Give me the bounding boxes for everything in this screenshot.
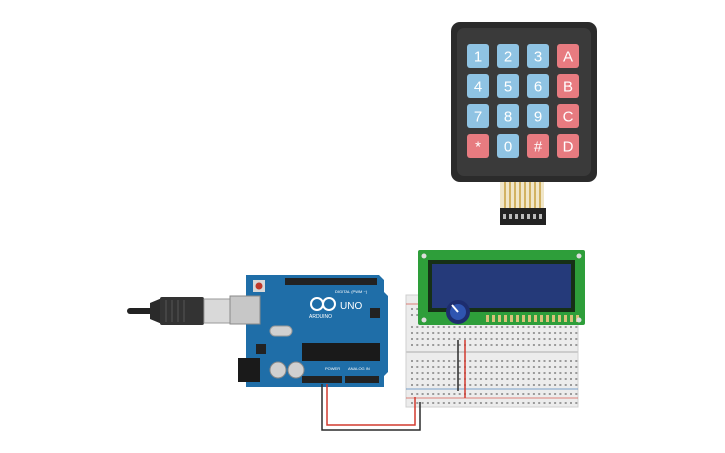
keypad-key[interactable]: 1 bbox=[467, 44, 489, 68]
keypad-key-face bbox=[557, 104, 579, 128]
keypad-key-label: 6 bbox=[534, 79, 542, 96]
model-label: UNO bbox=[340, 301, 362, 312]
capacitor bbox=[287, 361, 305, 379]
power-jack bbox=[238, 358, 260, 382]
keypad-key-face bbox=[467, 134, 489, 158]
keypad-key[interactable]: 2 bbox=[497, 44, 519, 68]
keypad-key-label: 3 bbox=[534, 49, 542, 66]
keypad-key-face bbox=[527, 44, 549, 68]
arduino-logo-icon bbox=[310, 297, 336, 311]
keypad-key-label: A bbox=[563, 49, 573, 66]
power-label: POWER bbox=[325, 366, 340, 371]
keypad-key-face bbox=[497, 104, 519, 128]
keypad-ribbon-cable bbox=[500, 180, 544, 210]
keypad-key[interactable]: * bbox=[467, 134, 489, 158]
keypad-key-label: 1 bbox=[474, 49, 482, 66]
regulator-chip bbox=[256, 344, 266, 354]
keypad-key[interactable]: # bbox=[527, 134, 549, 158]
keypad-key-face bbox=[557, 74, 579, 98]
keypad-key-label: 7 bbox=[474, 109, 482, 126]
keypad-key-label: # bbox=[534, 139, 543, 156]
keypad-key[interactable]: 6 bbox=[527, 74, 549, 98]
keypad-key-label: 2 bbox=[504, 49, 512, 66]
keypad-key-label: 4 bbox=[474, 79, 482, 96]
keypad-key[interactable]: 0 bbox=[497, 134, 519, 158]
keypad-key-face bbox=[467, 104, 489, 128]
digital-header bbox=[285, 278, 377, 285]
analog-header bbox=[345, 376, 379, 383]
keypad-key-face bbox=[527, 104, 549, 128]
keypad-key[interactable]: 4 bbox=[467, 74, 489, 98]
arduino-uno-board[interactable]: DIGITAL (PWM ~) ARDUINO UNO POWER ANALOG… bbox=[229, 275, 388, 387]
keypad-key-label: C bbox=[563, 109, 574, 126]
keypad-connector[interactable] bbox=[500, 208, 546, 225]
keypad-key[interactable]: B bbox=[557, 74, 579, 98]
keypad-key[interactable]: 3 bbox=[527, 44, 549, 68]
keypad-key-face bbox=[467, 74, 489, 98]
keypad-key-label: D bbox=[563, 139, 574, 156]
usb-port bbox=[229, 295, 261, 325]
reset-button[interactable] bbox=[253, 280, 265, 292]
keypad-key[interactable]: 5 bbox=[497, 74, 519, 98]
ground-wire[interactable] bbox=[321, 384, 421, 431]
potentiometer-knob[interactable] bbox=[446, 300, 470, 324]
usb-cable[interactable] bbox=[127, 297, 235, 325]
keypad-key[interactable]: C bbox=[557, 104, 579, 128]
crystal-oscillator bbox=[269, 325, 293, 337]
keypad-key[interactable]: A bbox=[557, 44, 579, 68]
power-header bbox=[302, 376, 342, 383]
keypad-key-label: 9 bbox=[534, 109, 542, 126]
digital-label: DIGITAL (PWM ~) bbox=[335, 289, 368, 294]
lcd-pin-row bbox=[486, 315, 579, 322]
keypad-key-face bbox=[467, 44, 489, 68]
keypad-key-label: 0 bbox=[504, 139, 512, 156]
capacitor bbox=[269, 361, 287, 379]
keypad[interactable]: 1 2 3 A 4 5 6 B 7 8 9 C * 0 # D bbox=[451, 22, 597, 225]
keypad-key-face bbox=[527, 74, 549, 98]
keypad-key[interactable]: 8 bbox=[497, 104, 519, 128]
keypad-key[interactable]: 7 bbox=[467, 104, 489, 128]
power-wire[interactable] bbox=[326, 384, 416, 426]
keypad-key-label: * bbox=[475, 139, 481, 156]
keypad-key-face bbox=[497, 74, 519, 98]
keypad-key-label: B bbox=[563, 79, 573, 96]
keypad-key[interactable]: 9 bbox=[527, 104, 549, 128]
keypad-keys: 1 2 3 A 4 5 6 B 7 8 9 C * 0 # D bbox=[467, 44, 579, 158]
keypad-key[interactable]: D bbox=[557, 134, 579, 158]
lcd-display[interactable] bbox=[418, 250, 585, 325]
atmega-chip bbox=[302, 343, 380, 361]
keypad-key-face bbox=[557, 44, 579, 68]
keypad-key-face bbox=[497, 134, 519, 158]
analog-label: ANALOG IN bbox=[348, 366, 370, 371]
small-chip bbox=[370, 308, 380, 318]
keypad-key-face bbox=[497, 44, 519, 68]
brand-label: ARDUINO bbox=[309, 314, 332, 320]
keypad-key-face bbox=[557, 134, 579, 158]
keypad-key-label: 5 bbox=[504, 79, 512, 96]
keypad-key-label: 8 bbox=[504, 109, 512, 126]
keypad-key-face bbox=[527, 134, 549, 158]
